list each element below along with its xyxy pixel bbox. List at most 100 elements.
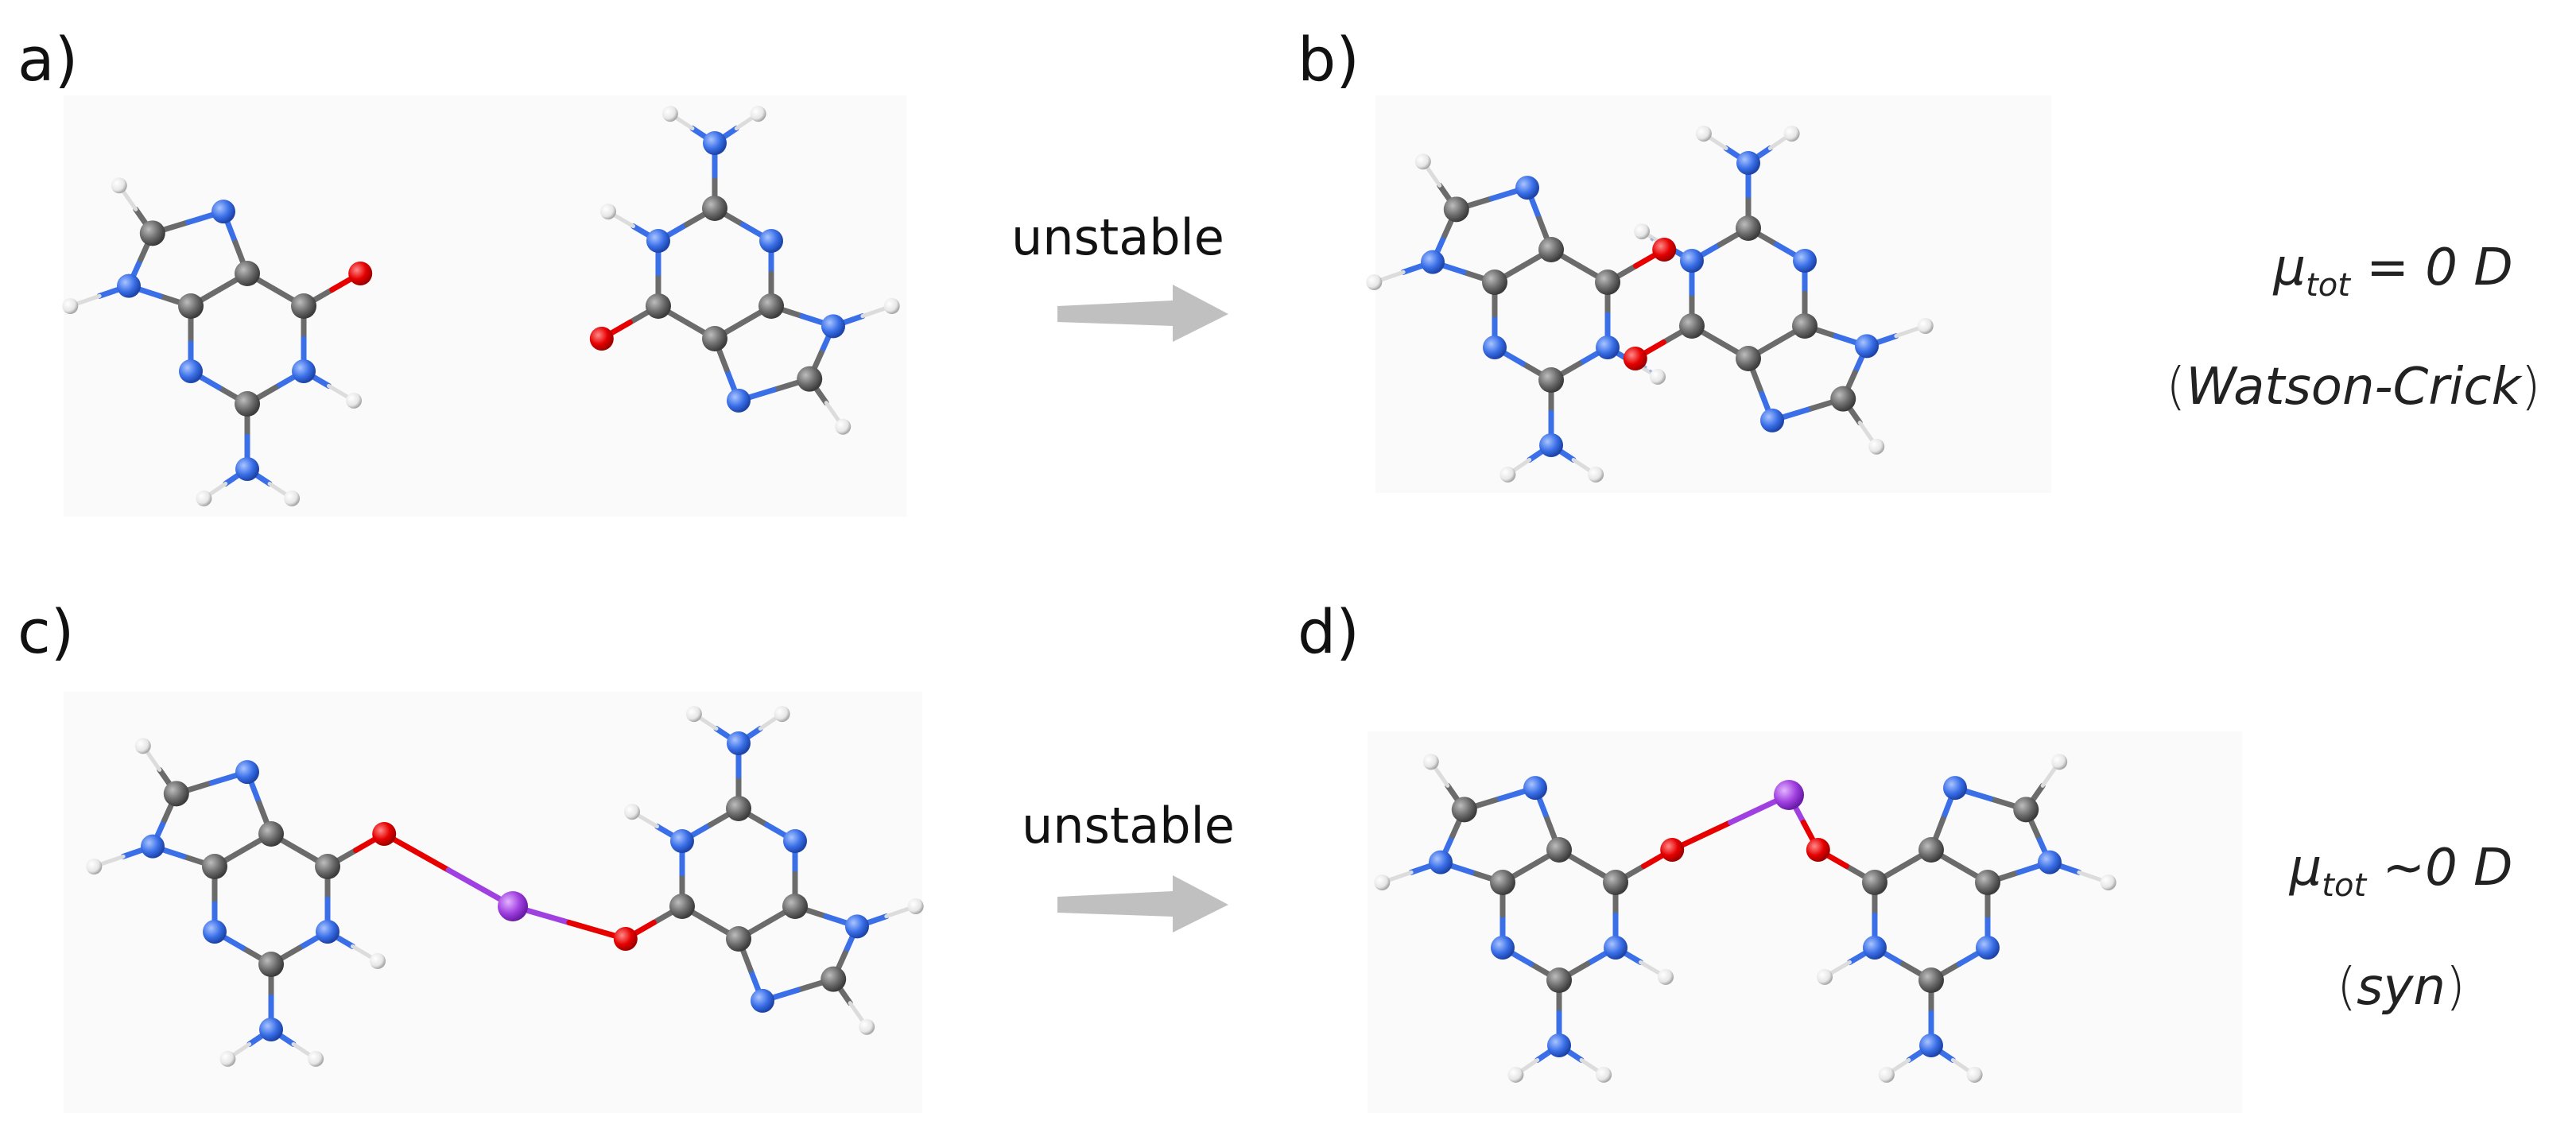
nitrogen-atom: [751, 988, 774, 1013]
hydrogen-atom: [62, 298, 79, 314]
nitrogen-atom: [821, 314, 845, 339]
panel-label-b: b): [1298, 24, 1360, 95]
nitrogen-atom: [1976, 936, 2000, 960]
carbon-atom: [821, 966, 847, 992]
carbon-atom: [1830, 386, 1856, 412]
nitrogen-atom: [1523, 776, 1547, 801]
carbon-atom: [1975, 870, 2000, 895]
hydrogen-atom: [1507, 1066, 1524, 1083]
carbon-atom: [797, 366, 823, 392]
nitrogen-atom: [1854, 334, 1879, 359]
carbon-atom: [725, 926, 751, 952]
carbon-atom: [2013, 797, 2039, 823]
nitrogen-atom: [1429, 850, 1453, 874]
hydrogen-atom: [134, 738, 151, 754]
oxygen-atom: [613, 927, 638, 951]
dipole-value: ~0 D: [2366, 839, 2513, 898]
hydrogen-atom: [1422, 754, 1439, 770]
hydrogen-atom: [346, 392, 362, 409]
carbon-atom: [202, 854, 227, 879]
carbon-atom: [701, 326, 727, 351]
oxygen-atom: [1806, 838, 1830, 862]
bond: [381, 831, 452, 873]
nitrogen-atom: [1491, 936, 1515, 960]
reaction-arrow-bottom: [1057, 875, 1228, 933]
panel-b-background: [1375, 95, 2051, 493]
hydrogen-atom: [1414, 153, 1431, 170]
nitrogen-atom: [235, 457, 260, 481]
conformation-name: syn: [2357, 958, 2446, 1017]
hydrogen-atom: [1596, 1066, 1612, 1083]
nitrogen-atom: [669, 829, 694, 853]
carbon-atom: [163, 781, 189, 807]
hydrogen-atom: [600, 204, 616, 220]
hydrogen-atom: [2100, 874, 2116, 890]
nitrogen-atom: [1596, 335, 1620, 359]
hydrogen-atom: [1695, 126, 1712, 142]
conformation-annotation-b: (Watson-Crick): [2166, 358, 2541, 417]
carbon-atom: [1546, 967, 1573, 993]
carbon-atom: [1735, 346, 1761, 371]
nitrogen-atom: [179, 359, 203, 383]
hydrogen-atom: [1966, 1066, 1983, 1083]
carbon-atom: [1546, 837, 1573, 863]
dipole-subscript: tot: [2306, 266, 2350, 304]
hydrogen-atom: [883, 298, 900, 314]
metal-atom: [498, 891, 528, 921]
hydrogen-atom: [774, 706, 790, 723]
nitrogen-atom: [1862, 936, 1887, 960]
nitrogen-atom: [292, 359, 316, 383]
nitrogen-atom: [1679, 249, 1704, 273]
nitrogen-atom: [1736, 151, 1760, 175]
nitrogen-atom: [259, 1018, 284, 1041]
nitrogen-atom: [141, 834, 165, 859]
carbon-atom: [1603, 870, 1629, 895]
carbon-atom: [782, 894, 808, 919]
carbon-atom: [235, 391, 261, 417]
hydrogen-atom: [1634, 223, 1650, 240]
mu-symbol: μ: [2273, 238, 2306, 297]
carbon-atom: [1735, 215, 1761, 241]
nitrogen-atom: [726, 731, 751, 755]
nitrogen-atom: [1793, 249, 1817, 273]
hydrogen-atom: [750, 106, 766, 122]
oxygen-atom: [1652, 238, 1677, 262]
carbon-atom: [1538, 367, 1565, 393]
carbon-atom: [725, 796, 751, 821]
carbon-atom: [1595, 269, 1621, 295]
dipole-annotation-d: μtot ~0 D: [2242, 839, 2560, 904]
carbon-atom: [1678, 313, 1705, 339]
carbon-atom: [235, 261, 261, 286]
oxygen-atom: [348, 262, 373, 285]
nitrogen-atom: [844, 914, 869, 939]
carbon-atom: [291, 293, 317, 319]
nitrogen-atom: [117, 273, 142, 298]
carbon-atom: [1443, 196, 1469, 223]
carbon-atom: [178, 293, 204, 319]
carbon-atom: [645, 293, 671, 319]
nitrogen-atom: [783, 829, 807, 853]
carbon-atom: [1490, 870, 1515, 895]
carbon-atom: [1538, 237, 1565, 262]
hydrogen-atom: [1374, 874, 1391, 890]
panel-c-background: [64, 692, 922, 1113]
hydrogen-atom: [2051, 754, 2068, 770]
mu-symbol: μ: [2289, 839, 2322, 898]
nitrogen-atom: [646, 229, 670, 253]
oxygen-atom: [372, 822, 397, 846]
oxygen-atom: [1660, 838, 1685, 862]
nitrogen-atom: [1943, 776, 1967, 801]
panel-label-d: d): [1298, 596, 1360, 667]
carbon-atom: [1918, 967, 1944, 993]
carbon-atom: [1792, 313, 1818, 339]
nitrogen-atom: [235, 760, 259, 785]
nitrogen-atom: [759, 229, 783, 253]
panel-label-a: a): [17, 24, 79, 95]
panel-label-c: c): [17, 596, 75, 667]
hydrogen-atom: [1917, 318, 1934, 334]
nitrogen-atom: [1483, 335, 1507, 359]
arrow-label-top: unstable: [1011, 208, 1224, 266]
conformation-name: Watson-Crick: [2186, 358, 2521, 417]
carbon-atom: [1482, 269, 1507, 295]
